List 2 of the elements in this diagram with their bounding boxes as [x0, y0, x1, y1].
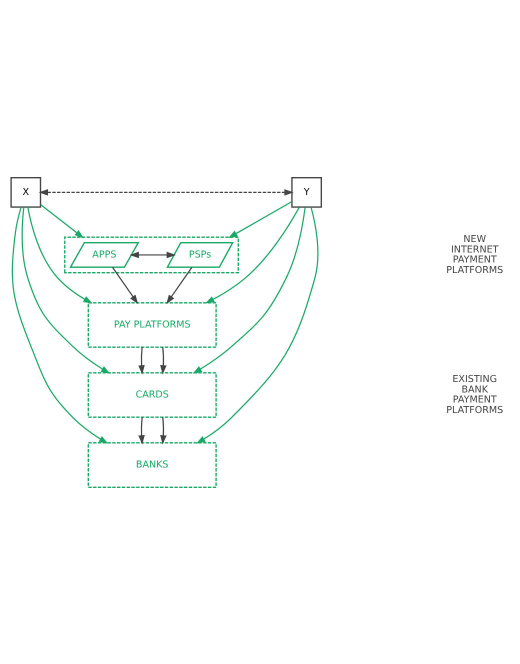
label: NEW INTERNET PAYMENT PLATFORMS [446, 234, 504, 276]
label: EXISTING BANK PAYMENT PLATFORMS [446, 374, 504, 416]
